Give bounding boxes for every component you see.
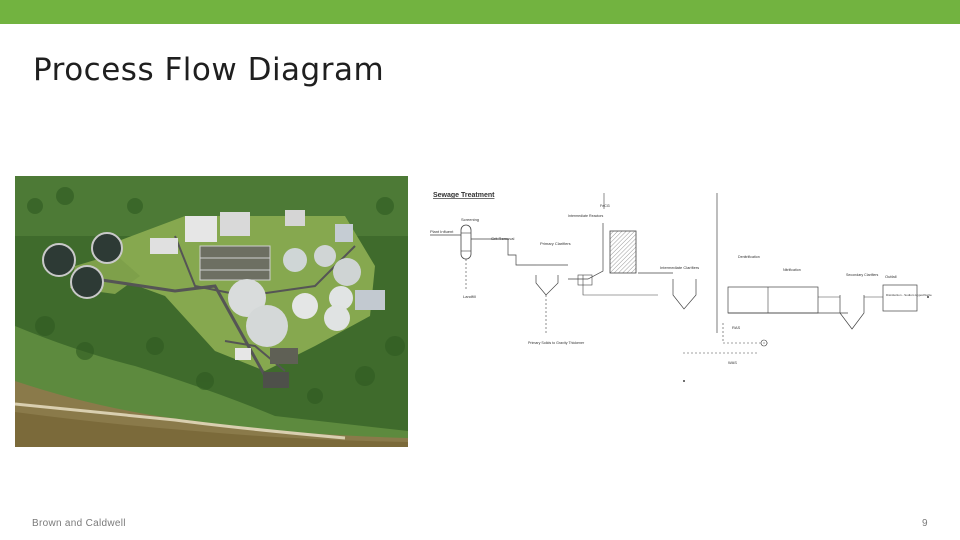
page-number: 9 [922,518,928,529]
slide-title: Process Flow Diagram [33,52,384,88]
label-primary-clarifiers: Primary Clarifiers [540,241,571,246]
label-nitrification: Nitrification [783,268,801,272]
label-denitrification: Denitrification [738,255,760,259]
diagram-title: Sewage Treatment [433,192,495,199]
label-was: WAS [728,360,737,365]
process-flow-schematic: Sewage Treatment Screening Plant Influen… [428,183,940,388]
label-ferric: FeCl3 [600,204,610,208]
label-intermediate-reactors: Intermediate Reactors [568,214,604,218]
aerial-plant-photo [15,176,408,447]
label-intermediate-clarifiers: Intermediate Clarifiers [660,265,699,270]
label-screening: Screening [461,217,479,222]
top-accent-bar [0,0,960,24]
label-disinfection: Disinfection - Sodium Hypochlorite [886,293,932,297]
label-plant-influent: Plant Influent [430,229,454,234]
label-ras: RAS [732,325,741,330]
label-primary-sludge: Primary Solids to Gravity Thickener [528,341,585,345]
label-landfill: Landfill [463,294,476,299]
label-grit-removal: Grit Removal [491,236,514,241]
footer-company: Brown and Caldwell [32,518,126,529]
label-outfall: Outfall [885,274,897,279]
label-secondary-clarifiers: Secondary Clarifiers [846,273,879,277]
